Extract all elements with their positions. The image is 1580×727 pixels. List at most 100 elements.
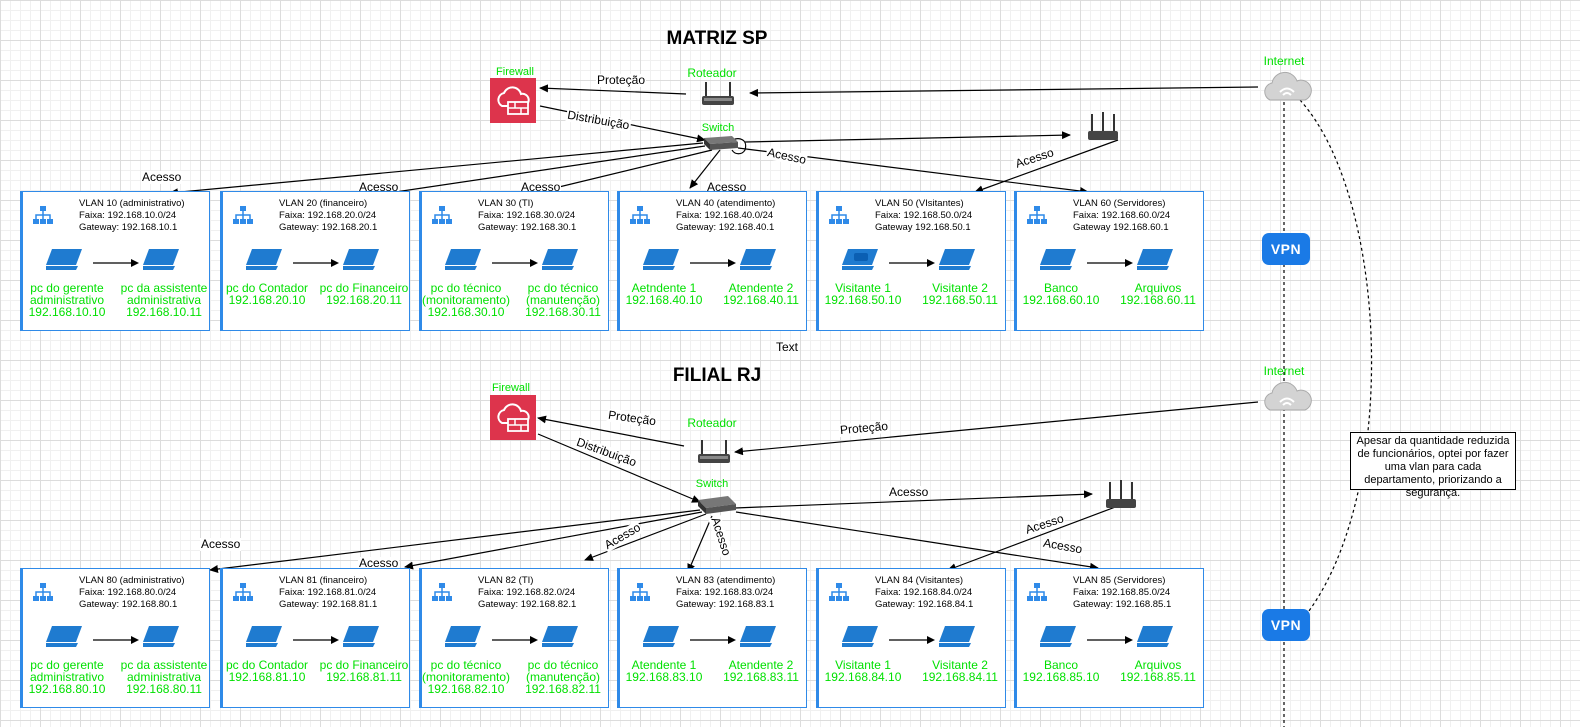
firewall-label-filial: Firewall [492,382,530,394]
network-icon [432,583,452,601]
laptop-icon[interactable] [246,247,284,271]
network-icon [33,206,53,224]
laptop-icon[interactable] [740,247,778,271]
pc-label: Arquivos 192.168.85.11 [1120,658,1196,684]
internet-label-filial: Internet [1263,364,1305,378]
laptop-icon[interactable] [1137,624,1175,648]
vlan-info: VLAN 40 (atendimento)Faixa: 192.168.40.0… [676,198,776,233]
edge-switch-ap-filial [734,490,1093,509]
edge-ap-vlan50 [974,139,1119,194]
edge-internet-router-filial [734,401,1259,456]
firewall-icon[interactable] [490,78,536,123]
vlan-info: VLAN 80 (administrativo)Faixa: 192.168.8… [79,575,185,610]
router-label-matriz: Roteador [687,66,737,80]
pc-label: pc do Contador 192.168.20.10 [225,281,309,307]
vlan-box-40: VLAN 40 (atendimento)Faixa: 192.168.40.0… [617,191,807,331]
edge-switch-loop [727,138,747,155]
network-icon [432,206,452,224]
pc-link-arrow [93,636,139,644]
edge-internet-router-matriz [749,86,1259,97]
network-icon [829,583,849,601]
pc-link-arrow [1087,636,1133,644]
access-point-icon[interactable] [1086,112,1120,144]
site-title-filial: FILIAL RJ [672,365,762,386]
edge-label-acesso-filial-2: Acesso [358,556,400,570]
laptop-icon[interactable] [1040,247,1078,271]
edge-switch-vlan10 [169,142,704,197]
laptop-icon[interactable] [246,624,284,648]
laptop-icon[interactable] [445,624,483,648]
network-icon [630,583,650,601]
vlan-box-80: VLAN 80 (administrativo)Faixa: 192.168.8… [20,568,210,708]
firewall-icon[interactable] [490,395,536,440]
pc-label: pc do técnico (manutenção) 192.168.30.11 [525,281,601,319]
laptop-icon[interactable] [46,624,84,648]
pc-link-arrow [690,259,736,267]
firewall-label-matriz: Firewall [496,66,534,78]
pc-link-arrow [492,259,538,267]
pc-label: Banco 192.168.60.10 [1022,281,1100,307]
laptop-icon[interactable] [542,624,580,648]
laptop-icon[interactable] [842,624,880,648]
vlan-info: VLAN 83 (atendimento)Faixa: 192.168.83.0… [676,575,776,610]
pc-link-arrow [1087,259,1133,267]
laptop-icon[interactable] [343,624,381,648]
edge-firewall-switch-filial [537,433,701,503]
router-icon[interactable] [700,80,736,108]
edge-label-protecao-matriz: Proteção [596,73,647,87]
edge-router-firewall-matriz [539,84,687,95]
edge-switch-vlan20 [374,145,706,198]
vpn-icon-filial[interactable]: VPN [1262,609,1310,641]
pc-link-arrow [93,259,139,267]
pc-link-arrow [492,636,538,644]
internet-label-matriz: Internet [1263,54,1305,68]
edge-switch-vlan85 [735,511,1099,571]
vlan-box-83: VLAN 83 (atendimento)Faixa: 192.168.83.0… [617,568,807,708]
vpn-icon-matriz[interactable]: VPN [1262,233,1310,265]
security-note: Apesar da quantidade reduzida de funcion… [1350,432,1516,499]
vlan-info: VLAN 81 (financeiro)Faixa: 192.168.81.0/… [279,575,378,610]
pc-label: pc da assistente administrativa 192.168.… [120,281,208,319]
edge-router-firewall-filial [537,415,685,447]
switch-icon[interactable] [694,494,738,516]
edge-label-acesso-4: Acesso [706,180,748,194]
edge-ap-vlan84 [947,505,1119,571]
pc-link-arrow [690,636,736,644]
laptop-icon[interactable] [143,624,181,648]
network-icon [233,206,253,224]
pc-link-arrow [889,259,935,267]
switch-icon[interactable] [700,134,740,152]
laptop-icon[interactable] [740,624,778,648]
vlan-info: VLAN 85 (Servidores)Faixa: 192.168.85.0/… [1073,575,1172,610]
internet-cloud-icon[interactable] [1260,68,1314,104]
pc-label: Visitante 1 192.168.84.10 [824,658,902,684]
pc-label: Aetndente 1 192.168.40.10 [625,281,703,307]
laptop-icon[interactable] [643,247,681,271]
pc-label: Visitante 2 192.168.84.11 [922,658,998,684]
edge-switch-vlan80 [209,509,701,573]
vlan-box-81: VLAN 81 (financeiro)Faixa: 192.168.81.0/… [220,568,410,708]
pc-label: pc do técnico (monitoramento) 192.168.82… [421,658,511,696]
pc-label: Atendente 1 192.168.83.10 [625,658,703,684]
laptop-icon[interactable] [542,247,580,271]
laptop-icon[interactable] [643,624,681,648]
internet-cloud-icon[interactable] [1260,378,1314,414]
laptop-icon[interactable] [445,247,483,271]
laptop-icon[interactable] [343,247,381,271]
laptop-icon[interactable] [46,247,84,271]
laptop-icon[interactable] [143,247,181,271]
vlan-box-10: VLAN 10 (administrativo)Faixa: 192.168.1… [20,191,210,331]
laptop-icon[interactable] [842,247,880,271]
vlan-box-20: VLAN 20 (financeiro)Faixa: 192.168.20.0/… [220,191,410,331]
router-icon[interactable] [696,438,732,466]
laptop-icon[interactable] [1040,624,1078,648]
switch-label-filial: Switch [695,478,729,490]
pc-label: Banco 192.168.85.10 [1022,658,1100,684]
laptop-icon[interactable] [939,624,977,648]
access-point-icon[interactable] [1104,480,1138,512]
vlan-info: VLAN 84 (Visitantes)Faixa: 192.168.84.0/… [875,575,974,610]
laptop-icon[interactable] [939,247,977,271]
laptop-icon[interactable] [1137,247,1175,271]
